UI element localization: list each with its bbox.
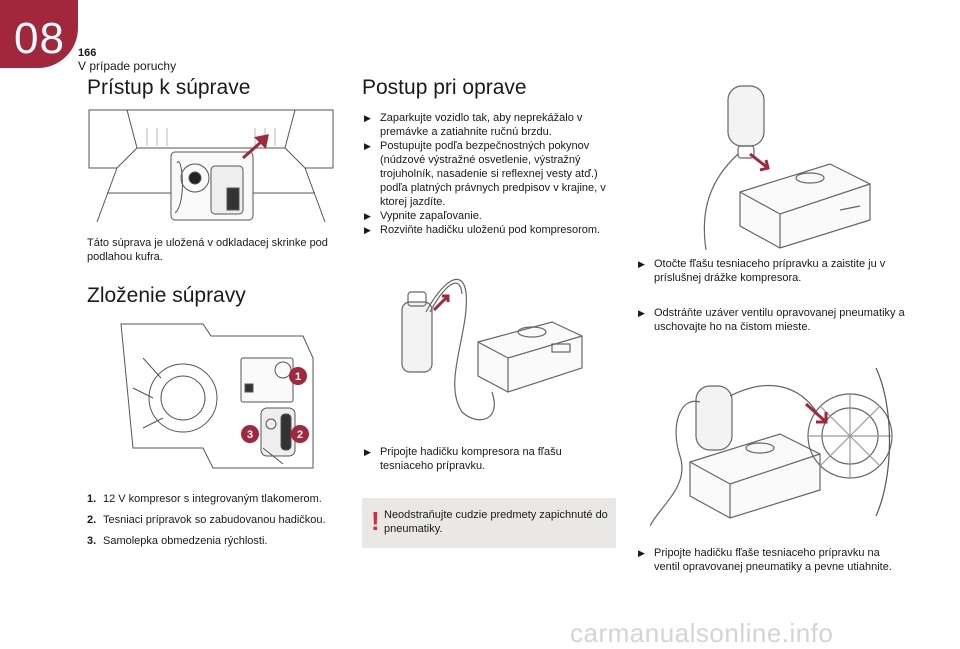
section-title-procedure: Postup pri oprave — [362, 76, 527, 99]
kit-list: 1.12 V kompresor s integrovaným tlakomer… — [87, 492, 337, 555]
chapter-tab: 08 — [0, 0, 78, 68]
arrow-bullet-icon: ▶ — [364, 113, 371, 123]
list-item: 3.Samolepka obmedzenia rýchlosti. — [87, 535, 268, 547]
bottle-flip-illustration — [700, 80, 880, 252]
list-item: ▶Vypnite zapaľovanie. — [364, 210, 482, 222]
list-item: ▶Pripojte hadičku fľaše tesniaceho prípr… — [638, 547, 892, 573]
callout-2-icon: 2 — [291, 425, 309, 443]
note-text: Neodstraňujte cudzie predmety zapichnuté… — [384, 509, 608, 535]
page-number: 166 — [78, 47, 97, 59]
arrow-bullet-icon: ▶ — [364, 447, 371, 457]
arrow-bullet-icon: ▶ — [364, 141, 371, 151]
chapter-title: V prípade poruchy — [78, 59, 177, 73]
exclamation-icon: ! — [371, 506, 380, 536]
procedure-step-valve: ▶Pripojte hadičku fľaše tesniaceho prípr… — [638, 546, 908, 574]
arrow-bullet-icon: ▶ — [364, 225, 371, 235]
arrow-bullet-icon: ▶ — [364, 211, 371, 221]
callout-1-icon: 1 — [289, 367, 307, 385]
compressor-hose-illustration — [382, 272, 588, 426]
access-description: Táto súprava je uložená v odkladacej skr… — [87, 237, 328, 263]
procedure-steps: ▶Zaparkujte vozidlo tak, aby neprekážalo… — [364, 111, 614, 237]
warning-note: ! Neodstraňujte cudzie predmety zapichnu… — [362, 498, 616, 548]
list-item: 2.Tesniaci prípravok so zabudovanou hadi… — [87, 514, 326, 526]
section-title-access: Prístup k súprave — [87, 76, 251, 99]
list-item: ▶Otočte fľašu tesniaceho prípravku a zai… — [638, 258, 886, 284]
list-item: ▶Pripojte hadičku kompresora na fľašu te… — [364, 446, 562, 472]
list-item: ▶Zaparkujte vozidlo tak, aby neprekážalo… — [364, 112, 583, 138]
kit-illustration: 1 2 3 — [113, 318, 319, 474]
list-item: ▶Rozviňte hadičku uloženú pod kompresoro… — [364, 224, 601, 236]
arrow-bullet-icon: ▶ — [638, 308, 645, 318]
watermark: carmanualsonline.info — [570, 618, 834, 648]
arrow-bullet-icon: ▶ — [638, 259, 645, 269]
valve-connect-illustration — [650, 366, 894, 532]
section-title-kit: Zloženie súpravy — [87, 284, 246, 307]
svg-text:3: 3 — [247, 429, 253, 441]
svg-text:1: 1 — [295, 371, 301, 383]
chapter-number: 08 — [14, 14, 65, 63]
trunk-illustration — [87, 108, 335, 224]
procedure-step-connect: ▶Pripojte hadičku kompresora na fľašu te… — [364, 445, 614, 473]
list-item: ▶Postupujte podľa bezpečnostných pokynov… — [364, 140, 606, 208]
list-item: 1.12 V kompresor s integrovaným tlakomer… — [87, 493, 322, 505]
list-item: ▶Odstráňte uzáver ventilu opravovanej pn… — [638, 307, 905, 333]
procedure-steps-right: ▶Otočte fľašu tesniaceho prípravku a zai… — [638, 257, 908, 334]
callout-3-icon: 3 — [241, 425, 259, 443]
arrow-bullet-icon: ▶ — [638, 548, 645, 558]
svg-text:2: 2 — [297, 429, 303, 441]
